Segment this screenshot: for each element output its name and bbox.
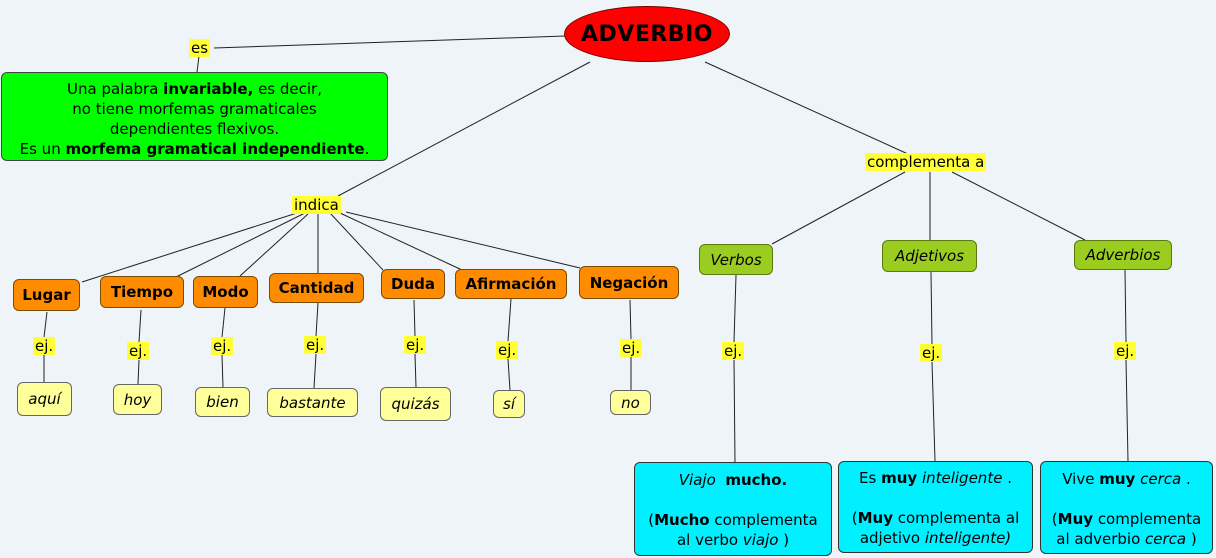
example-no[interactable]: no <box>610 390 651 415</box>
connector <box>339 212 463 271</box>
linking-phrase-es: es <box>189 39 211 57</box>
example-explanation-line-2: adjetivo inteligente) <box>859 529 1012 547</box>
category-lugar[interactable]: Lugar <box>13 279 80 311</box>
connector <box>733 359 736 463</box>
connector <box>507 358 511 391</box>
linking-phrase-complementa-a: complementa a <box>865 153 987 171</box>
definition-line-2: no tiene morfemas gramaticales <box>72 100 317 118</box>
linking-phrase-ej-duda: ej. <box>404 336 427 354</box>
connector <box>329 212 384 271</box>
example-bien[interactable]: bien <box>195 387 250 417</box>
category-tiempo[interactable]: Tiempo <box>100 276 184 308</box>
connector <box>345 211 581 269</box>
linking-phrase-ej-negacion: ej. <box>620 339 643 357</box>
example-sentence: Viajo mucho. <box>678 471 788 489</box>
linking-phrase-ej-afirmacion: ej. <box>496 341 519 359</box>
connector <box>239 213 309 277</box>
connector <box>337 61 591 197</box>
example-sentence: Vive muy cerca . <box>1062 470 1191 488</box>
connector <box>951 171 1086 241</box>
root-concept-adverbio[interactable]: ADVERBIO <box>564 6 730 62</box>
connector <box>196 55 200 73</box>
example-explanation-line-1: (Mucho complementa <box>648 511 818 529</box>
linking-phrase-ej-tiempo: ej. <box>127 342 150 360</box>
example-bastante[interactable]: bastante <box>267 388 358 417</box>
linking-phrase-ej-cantidad: ej. <box>304 336 327 354</box>
connector <box>629 299 632 340</box>
connector <box>137 359 140 385</box>
linking-phrase-ej-adverbios: ej. <box>1114 342 1137 360</box>
connector <box>221 307 226 338</box>
linking-phrase-ej-adjetivos: ej. <box>920 344 943 362</box>
complement-adverbios[interactable]: Adverbios <box>1074 240 1172 270</box>
definition-line-3: dependientes flexivos. <box>109 120 280 138</box>
linking-phrase-ej-verbos: ej. <box>722 342 745 360</box>
example-quizas[interactable]: quizás <box>380 387 451 421</box>
connector <box>138 309 142 343</box>
linking-phrase-indica: indica <box>292 196 341 214</box>
example-aqui[interactable]: aquí <box>17 382 72 416</box>
complement-adjetivos[interactable]: Adjetivos <box>882 240 977 272</box>
example-explanation-line-2: al adverbio cerca ) <box>1056 530 1197 548</box>
definition-box[interactable]: Una palabra invariable, es decir, no tie… <box>1 72 388 161</box>
example-sentence: Es muy inteligente . <box>859 469 1012 487</box>
example-si[interactable]: sí <box>493 390 525 418</box>
connector <box>771 171 906 245</box>
connector <box>221 354 224 388</box>
category-duda[interactable]: Duda <box>381 269 445 299</box>
connector <box>175 212 306 278</box>
connector <box>43 311 48 338</box>
example-explanation-line-2: al verbo viajo ) <box>676 531 790 549</box>
connector <box>313 353 317 389</box>
definition-line-1: Una palabra invariable, es decir, <box>67 80 322 98</box>
category-cantidad[interactable]: Cantidad <box>269 273 364 303</box>
category-afirmacion[interactable]: Afirmación <box>455 269 567 299</box>
example-explanation-line-1: (Muy complementa al <box>851 509 1020 527</box>
connector <box>1125 359 1129 462</box>
connector <box>315 302 319 337</box>
connector <box>213 35 566 49</box>
example-explanation-line-1: (Muy complementa <box>1051 510 1202 528</box>
connector <box>930 271 933 345</box>
linking-phrase-ej-modo: ej. <box>211 337 234 355</box>
connector <box>1124 269 1127 343</box>
connector <box>704 61 909 155</box>
connector <box>413 299 416 337</box>
linking-phrase-ej-lugar: ej. <box>33 337 56 355</box>
example-box-verbos[interactable]: Viajo mucho. (Mucho complementa al verbo… <box>634 462 832 556</box>
example-hoy[interactable]: hoy <box>113 384 162 415</box>
definition-line-4: Es un morfema gramatical independiente. <box>19 140 370 158</box>
connector <box>81 211 301 283</box>
connector <box>733 274 737 343</box>
category-modo[interactable]: Modo <box>193 276 258 308</box>
complement-verbos[interactable]: Verbos <box>699 244 773 275</box>
example-box-adverbios[interactable]: Vive muy cerca . (Muy complementa al adv… <box>1040 461 1213 554</box>
connector <box>931 361 936 462</box>
category-negacion[interactable]: Negación <box>579 266 679 299</box>
connector <box>507 298 512 342</box>
example-box-adjetivos[interactable]: Es muy inteligente . (Muy complementa al… <box>838 461 1033 553</box>
connector <box>414 353 417 388</box>
